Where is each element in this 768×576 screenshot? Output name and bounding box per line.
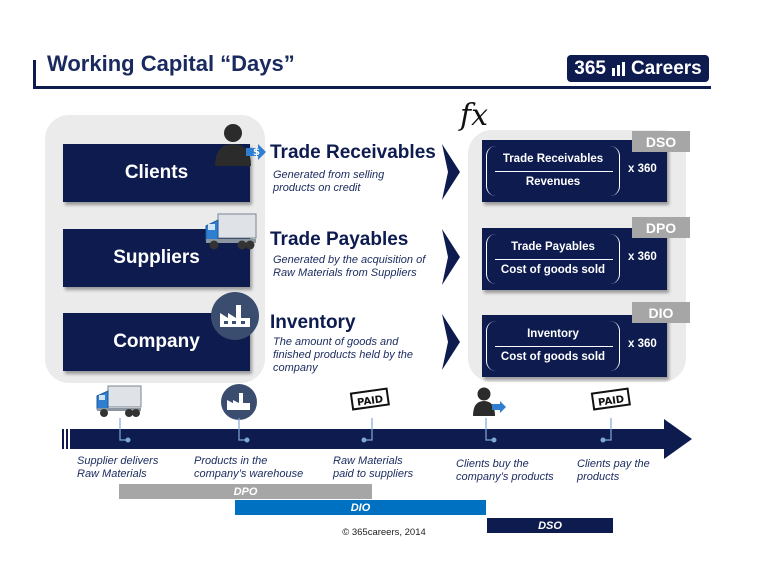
fraction-line [495,171,613,172]
period-bar-dio: DIO [235,500,486,515]
title-accent-bar [33,60,36,88]
multiplier: x 360 [628,251,657,263]
desc-line: products on credit [273,182,361,194]
client-icon: $ [215,124,266,166]
client-icon [473,387,506,416]
period-bar-dpo: DPO [119,484,372,499]
metric-tag-dso: DSO [632,131,690,152]
desc-line: The amount of goods and [273,336,399,348]
metric-tag-dpo: DPO [632,217,690,238]
label-line: company’s warehouse [194,468,304,480]
truck-icon [96,385,142,417]
logo-brand: Careers [630,57,702,79]
truck-icon [205,213,257,250]
desc-line: Generated by the acquisition of [273,254,426,266]
formula-fraction: Inventory Cost of goods sold [486,321,620,371]
paid-stamp-text: PAID [597,394,624,409]
label-line: Raw Materials [77,468,147,480]
label-line: Clients buy the [456,458,529,470]
formula-dpo: Trade Payables Cost of goods sold x 360 [482,228,667,290]
logo-number: 365 [574,57,606,79]
paid-stamp-icon: PAID [349,387,390,411]
brand-logo: 365 Careers [567,55,709,82]
title-divider [33,86,711,89]
timeline-label: Products in the company’s warehouse [194,455,303,481]
numerator: Trade Receivables [502,153,604,165]
entity-suppliers: Suppliers [63,229,250,287]
bar-chart-icon [611,61,625,76]
timeline-arrow [62,419,692,459]
formula-fraction: Trade Payables Cost of goods sold [486,234,620,284]
heading-trade-receivables: Trade Receivables [270,142,436,163]
desc-inventory: The amount of goods and finished product… [273,336,413,375]
label-line: Clients pay the [577,458,650,470]
numerator: Inventory [527,328,579,340]
label-line: paid to suppliers [333,468,414,480]
multiplier: x 360 [628,163,657,175]
label-line: Supplier delivers [77,455,159,467]
metric-tag-dio: DIO [632,302,690,323]
timeline-label: Supplier delivers Raw Materials [77,455,158,481]
heading-trade-payables: Trade Payables [270,229,409,250]
desc-trade-payables: Generated by the acquisition of Raw Mate… [273,254,425,280]
chevron-right-icon [442,229,460,285]
timeline-label: Clients pay the products [577,458,650,484]
fraction-line [495,259,613,260]
paid-stamp-icon: PAID [590,387,631,411]
svg-text:$: $ [253,147,260,158]
chevron-right-icon [442,314,460,370]
desc-line: company [273,362,318,374]
label-line: Products in the [194,455,268,467]
numerator: Trade Payables [511,241,595,253]
fraction-line [495,346,613,347]
paid-stamp-text: PAID [356,394,383,409]
timeline-label: Clients buy the company’s products [456,458,554,484]
denominator: Revenues [525,176,581,188]
formula-dio: Inventory Cost of goods sold x 360 [482,315,667,377]
desc-line: finished products held by the [273,349,414,361]
label-line: products [577,471,620,483]
denominator: Cost of goods sold [500,351,606,363]
denominator: Cost of goods sold [500,264,606,276]
factory-icon [221,384,257,420]
timeline-label: Raw Materials paid to suppliers [333,455,413,481]
function-symbol: fx [460,98,489,133]
desc-trade-receivables: Generated from selling products on credi… [273,169,384,195]
desc-line: Generated from selling [273,169,385,181]
heading-inventory: Inventory [270,312,356,333]
timeline-markers [119,418,612,443]
period-bar-dso: DSO [487,518,613,533]
multiplier: x 360 [628,338,657,350]
formula-fraction: Trade Receivables Revenues [486,146,620,196]
desc-line: Raw Materials from Suppliers [273,267,417,279]
label-line: company’s products [456,471,554,483]
chevron-right-icon [442,144,460,200]
page-title: Working Capital “Days” [47,51,295,76]
factory-icon [211,292,259,340]
label-line: Raw Materials [333,455,403,467]
copyright: © 365careers, 2014 [342,527,426,538]
